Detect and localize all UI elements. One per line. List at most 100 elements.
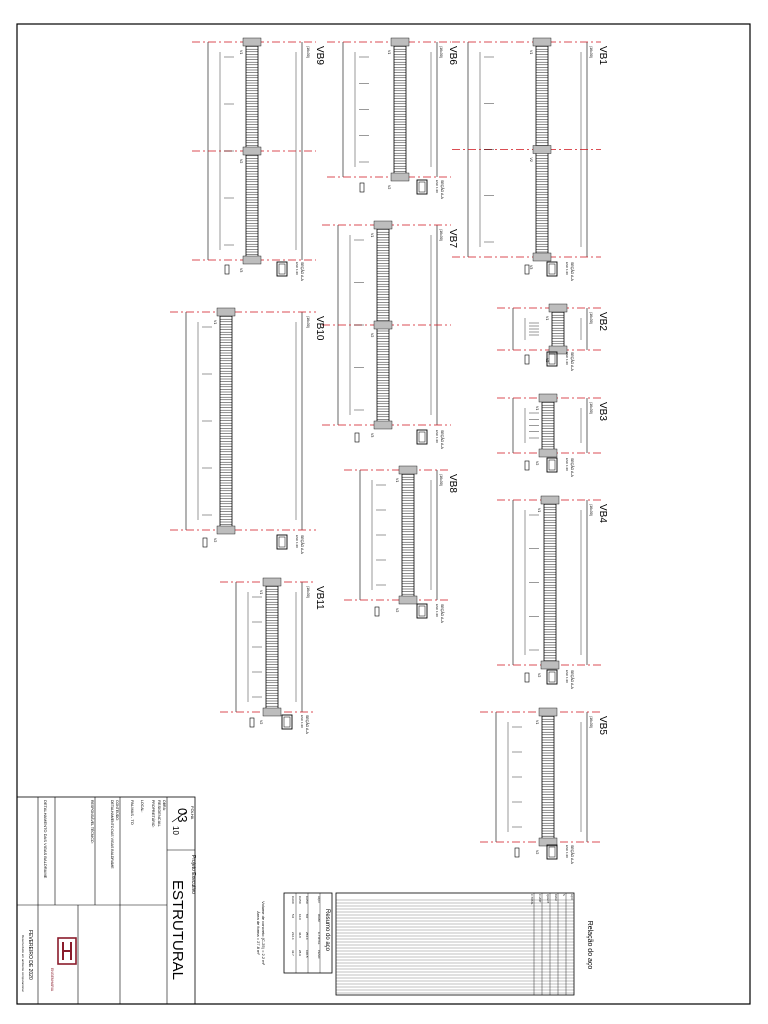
section-outline [416,429,428,445]
beam-label: VB7 [447,229,458,248]
section-stirrup [548,671,556,683]
section-outline [276,534,288,550]
support-column [540,660,560,670]
support-label: V2 [395,608,399,612]
beam-dimension: (16x30) [306,316,310,328]
beam-dimension: (16x30) [306,46,310,58]
section-outline [546,457,558,473]
beam-dimension: (16x30) [306,586,310,598]
stirrup-shape [514,847,520,858]
beam-dimension: (16x30) [589,312,593,324]
steel-table-title: Relação do aço [586,921,593,970]
summary-header: PESO [317,950,321,959]
project-label: Projeto Executivo [190,855,196,894]
summary-cell: 32.7 [291,950,295,956]
conteudo-value: DETALHAMENTO DAS VIGAS BALDRAME [110,800,114,869]
stirrup-shape [249,717,255,728]
support-column [262,707,282,717]
firm-logo-icon [57,937,77,965]
support-column [242,37,262,47]
table-header: DIAM [554,894,558,900]
support-column [538,448,558,458]
section-scale: ESC 1:20 [565,845,569,858]
stirrup-shape [354,432,360,443]
support-column [216,307,236,317]
support-label: V2 [529,158,533,162]
section-scale: ESC 1:20 [435,430,439,443]
beam-label: VB8 [447,474,458,493]
discipline-title: ESTRUTURAL [169,880,186,980]
support-label: V2 [537,673,541,677]
support-label: V1 [239,50,243,54]
support-column [262,577,282,587]
summary-cell: 100.5 [305,950,309,958]
summary-note: Volume de concreto (C-25) = 2.2 m³ [261,901,266,965]
summary-header: C.TOTAL [317,932,321,945]
beam-label: VB3 [597,402,608,421]
beam-dimension: (16x30) [589,504,593,516]
beam-dimension: (16x30) [439,474,443,486]
table-header: AÇO [570,894,574,900]
support-column [390,37,410,47]
sheet-border [16,23,751,1005]
section-stirrup [418,181,426,193]
summary-note-2: Área de forma = 27.8 m² [256,911,261,955]
section-outline [416,179,428,195]
support-label: V2 [213,538,217,542]
support-label: V2 [387,185,391,189]
summary-header: AÇO [317,896,321,903]
section-stirrup [548,353,556,365]
beam-dimension: (16x30) [439,46,443,58]
support-label: V2 [535,461,539,465]
conteudo-footer-label: DETALHAMENTO DAS VIGAS BALDRAME [43,800,48,879]
beam-dimension: (16x30) [439,229,443,241]
sheet-label: FOLHA [190,806,195,820]
section-stirrup [418,605,426,617]
section-scale: ESC 1:20 [295,262,299,275]
support-column [242,255,262,265]
section-scale: ESC 1:20 [565,670,569,683]
support-label: V3 [239,268,243,272]
section-label: SEÇÃO A-A [440,180,445,200]
stirrup-shape [524,460,530,471]
support-label: V2 [370,333,374,337]
beam-dimension: (16x30) [589,716,593,728]
section-scale: ESC 1:20 [565,352,569,365]
support-label: V2 [535,850,539,854]
obra-value: RESIDENCIAL [157,800,162,827]
summary-cell: CA60 [291,896,295,904]
beam-label: VB11 [314,586,325,610]
support-label: V1 [535,406,539,410]
beam-label: VB5 [597,716,608,735]
section-label: SEÇÃO A-A [300,535,305,555]
summary-grid: AÇODIAMC.TOTALPESOCA508.0254.4100.5CA501… [291,893,321,973]
footer-note: Desenvolvido em ambiente computacional [21,935,25,992]
steel-summary-table: AÇODIAMC.TOTALPESOCA508.0254.4100.5CA501… [256,892,333,974]
section-stirrup [418,431,426,443]
support-column [373,420,393,430]
support-label: V1 [529,50,533,54]
stirrup-shape [374,606,380,617]
beam-dimension: (16x30) [589,46,593,58]
support-column [532,145,552,154]
support-column [538,837,558,847]
stirrup-shape [359,182,365,193]
support-column [373,220,393,230]
support-label: V1 [259,590,263,594]
support-label: V3 [370,433,374,437]
section-outline [546,261,558,277]
support-label: V3 [529,265,533,269]
